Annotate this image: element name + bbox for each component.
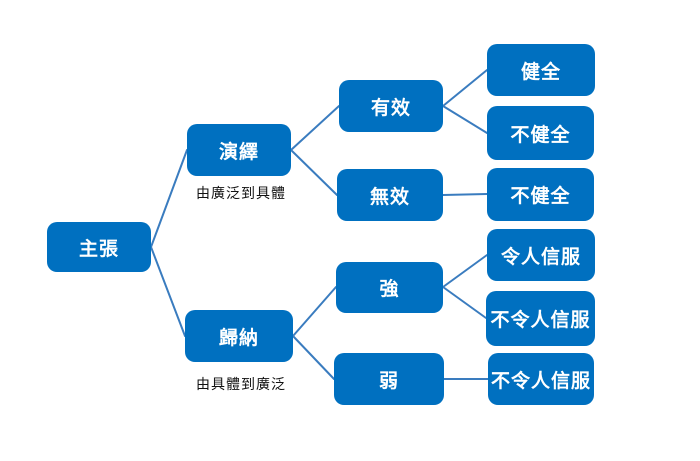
node-uncogent-weak: 不令人信服 <box>488 353 594 405</box>
node-invalid: 無效 <box>337 169 443 221</box>
node-strong: 強 <box>336 262 443 313</box>
connector-strong-cogent <box>442 254 488 288</box>
node-unsound-valid: 不健全 <box>487 106 594 160</box>
deduction-annotation: 由廣泛到具體 <box>196 185 286 201</box>
connector-strong-uncogent <box>442 286 487 319</box>
connector-valid-sound <box>442 69 488 107</box>
node-sound: 健全 <box>487 44 595 96</box>
node-weak: 弱 <box>334 353 444 405</box>
connector-claim-deduction <box>150 149 188 248</box>
node-deduction: 演繹 <box>187 124 291 176</box>
connector-valid-unsound <box>442 105 488 134</box>
induction-annotation: 由具體到廣泛 <box>196 376 286 392</box>
node-claim: 主張 <box>47 222 151 272</box>
connector-deduction-valid <box>290 105 340 151</box>
node-unsound-invalid: 不健全 <box>487 168 594 221</box>
node-uncogent-strong: 不令人信服 <box>486 291 595 346</box>
connector-induction-strong <box>292 286 337 337</box>
node-valid: 有效 <box>339 80 443 132</box>
connector-claim-induction <box>150 246 186 337</box>
connector-deduction-invalid <box>290 149 338 196</box>
node-cogent: 令人信服 <box>487 229 595 281</box>
node-induction: 歸納 <box>185 310 293 362</box>
connector-invalid-unsound <box>442 193 488 196</box>
connector-induction-weak <box>292 335 335 380</box>
